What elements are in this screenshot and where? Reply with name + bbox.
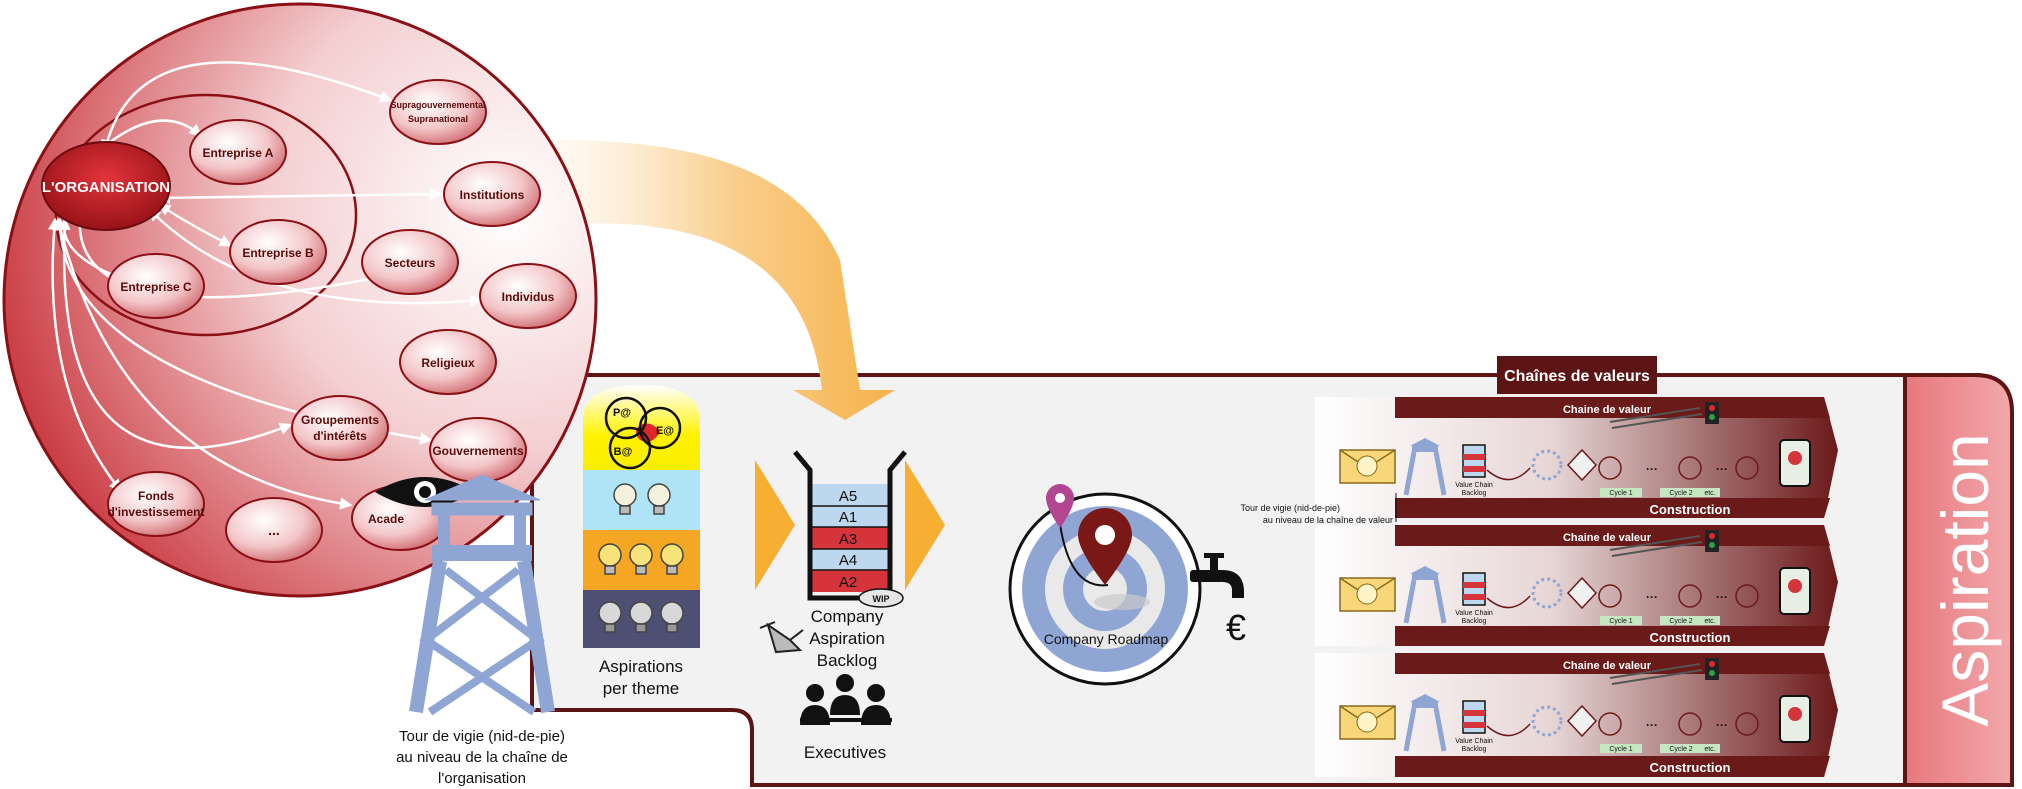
- entity-label: Individus: [502, 290, 555, 304]
- backlog-item: A1: [839, 509, 857, 526]
- backlog-label: Backlog: [817, 651, 877, 670]
- backlog-item: A2: [839, 574, 857, 591]
- chain-cycle2: Cycle 2: [1669, 618, 1692, 625]
- entity-ellipses: [107, 79, 577, 563]
- chain-backlog-label: Backlog: [1462, 618, 1487, 625]
- chain-backlog-label: Backlog: [1462, 490, 1487, 497]
- aspirations-label: Aspirations: [599, 657, 683, 676]
- chain-construction: Construction: [1650, 760, 1731, 775]
- faucet-icon: [1190, 553, 1244, 598]
- roadmap-label: Company Roadmap: [1044, 631, 1169, 647]
- value-chain-row: [1315, 525, 1838, 646]
- tower-note: Tour de vigie (nid-de-pie): [1240, 503, 1340, 513]
- entity-label: d'investissement: [108, 505, 205, 519]
- value-chains-header-label: Chaînes de valeurs: [1504, 368, 1650, 385]
- chain-dots: ···: [1716, 718, 1728, 732]
- backlog-label: Company: [811, 607, 884, 626]
- entity-label: ...: [268, 522, 280, 538]
- value-chain-row: [1315, 653, 1838, 777]
- entity-label: Gouvernements: [432, 444, 524, 458]
- arrow-in-icon: [755, 460, 795, 590]
- entity-label: Supranational: [408, 114, 468, 124]
- entity-label: d'intérêts: [313, 429, 367, 443]
- organisation-ellipse: [41, 141, 171, 231]
- chain-title: Chaine de valeur: [1563, 404, 1652, 416]
- flow-arrow: [555, 140, 895, 420]
- entity-label: Entreprise C: [120, 280, 192, 294]
- entity-label: Fonds: [138, 489, 174, 503]
- entity-label: Acade: [368, 512, 404, 526]
- aspirations-label: per theme: [603, 679, 680, 698]
- backlog-item: A4: [839, 552, 857, 569]
- chain-backlog-label: Value Chain: [1455, 482, 1493, 489]
- tower-note: au niveau de la chaîne de valeur: [1263, 515, 1393, 525]
- watchtower-org-icon: [409, 474, 555, 716]
- organisation-label: L'ORGANISATION: [42, 179, 170, 196]
- watchtower-org-label: au niveau de la chaîne de: [396, 749, 568, 766]
- venn-label-e: E@: [656, 425, 674, 437]
- chain-construction: Construction: [1650, 630, 1731, 645]
- bulb-icons: [598, 483, 684, 633]
- value-chain-row: [1315, 397, 1838, 518]
- backlog-stack: [793, 450, 907, 601]
- entity-label: Secteurs: [385, 256, 436, 270]
- chain-etc: etc.: [1704, 618, 1715, 625]
- chain-backlog-label: Value Chain: [1455, 610, 1493, 617]
- aspiration-banner: [1903, 373, 2014, 787]
- chain-etc: etc.: [1704, 490, 1715, 497]
- venn-label-p: P@: [613, 407, 631, 419]
- chain-title: Chaine de valeur: [1563, 532, 1652, 544]
- backlog-item: A5: [839, 488, 857, 505]
- chain-cycle1: Cycle 1: [1609, 490, 1632, 497]
- venn-icon: [604, 396, 682, 470]
- wip-label: WIP: [873, 594, 890, 604]
- map-pin-large-icon: [1078, 508, 1150, 610]
- venn-label-b: B@: [614, 446, 633, 458]
- aspiration-title: Aspiration: [1928, 433, 2002, 727]
- entity-label: Entreprise A: [203, 146, 274, 160]
- chain-dots: ···: [1646, 590, 1658, 604]
- entity-label: Institutions: [460, 188, 525, 202]
- entity-label: Groupements: [301, 413, 379, 427]
- watchtower-org-label: Tour de vigie (nid-de-pie): [399, 728, 565, 745]
- entity-label: Supragouvernemental: [390, 100, 485, 110]
- chain-construction: Construction: [1650, 502, 1731, 517]
- chain-backlog-label: Backlog: [1462, 746, 1487, 753]
- watchtower-org-label: l'organisation: [438, 770, 526, 787]
- map-pin-small-icon: [1046, 484, 1074, 528]
- value-chains-header: [1497, 356, 1657, 394]
- chain-dots: ···: [1646, 462, 1658, 476]
- dustpan-icon: [759, 621, 804, 654]
- chain-cycle2: Cycle 2: [1669, 746, 1692, 753]
- chain-etc: etc.: [1704, 746, 1715, 753]
- executives-label: Executives: [804, 743, 886, 762]
- wip-badge: [858, 588, 904, 608]
- chain-dots: ···: [1716, 590, 1728, 604]
- arrow-out-icon: [905, 460, 945, 590]
- entity-label: Entreprise B: [242, 246, 314, 260]
- chain-backlog-label: Value Chain: [1455, 738, 1493, 745]
- chain-cycle1: Cycle 1: [1609, 746, 1632, 753]
- backlog-label: Aspiration: [809, 629, 885, 648]
- target-icon: [1008, 492, 1202, 686]
- executives-icon: [800, 674, 892, 725]
- chain-title: Chaine de valeur: [1563, 660, 1652, 672]
- entity-label: Religieux: [421, 356, 475, 370]
- chain-dots: ···: [1646, 718, 1658, 732]
- euro-symbol: €: [1226, 607, 1246, 648]
- backlog-item: A3: [839, 531, 857, 548]
- chain-cycle1: Cycle 1: [1609, 618, 1632, 625]
- chain-dots: ···: [1716, 462, 1728, 476]
- chain-cycle2: Cycle 2: [1669, 490, 1692, 497]
